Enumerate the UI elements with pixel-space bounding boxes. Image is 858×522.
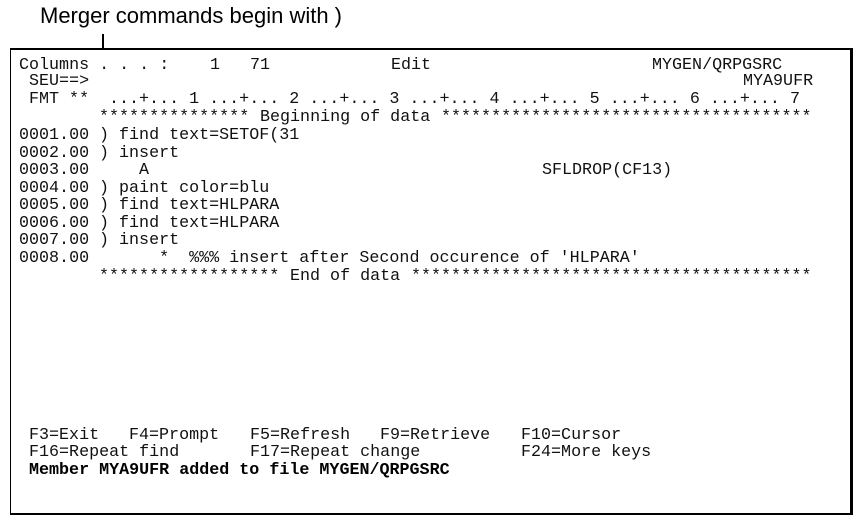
- status-message: Member MYA9UFR added to file MYGEN/QRPGS…: [29, 461, 450, 480]
- seu-command-input[interactable]: [99, 73, 659, 91]
- source-text[interactable]: * %%% insert after Second occurence of '…: [99, 249, 640, 268]
- columns-from: 1: [210, 56, 221, 75]
- sequence-number[interactable]: 0004.00: [19, 179, 90, 198]
- sequence-number[interactable]: 0007.00: [19, 231, 90, 250]
- f24-more-keys-key[interactable]: F24=More keys: [521, 443, 652, 462]
- end-marker-stars-right: ****************************************: [411, 267, 812, 286]
- library-file-name: MYGEN/QRPGSRC: [652, 56, 783, 75]
- sequence-number[interactable]: 0002.00: [19, 144, 90, 163]
- columns-to: 71: [250, 56, 271, 75]
- end-marker-stars-left: ******************: [99, 267, 280, 286]
- source-text[interactable]: ) insert: [99, 231, 180, 250]
- sequence-number[interactable]: 0005.00: [19, 196, 90, 215]
- sequence-number[interactable]: 0006.00: [19, 214, 90, 233]
- f10-cursor-key[interactable]: F10=Cursor: [521, 426, 622, 445]
- mode-indicator: Edit: [391, 56, 432, 75]
- source-keyword[interactable]: SFLDROP(CF13): [542, 161, 673, 180]
- sequence-number[interactable]: 0008.00: [19, 249, 90, 268]
- f17-repeat-change-key[interactable]: F17=Repeat change: [250, 443, 421, 462]
- end-of-data-marker: End of data: [290, 267, 401, 286]
- f4-prompt-key[interactable]: F4=Prompt: [129, 426, 220, 445]
- f5-refresh-key[interactable]: F5=Refresh: [250, 426, 351, 445]
- f16-repeat-find-key[interactable]: F16=Repeat find: [29, 443, 180, 462]
- f3-exit-key[interactable]: F3=Exit: [29, 426, 100, 445]
- sequence-number[interactable]: 0001.00: [19, 126, 90, 145]
- format-line-label: FMT **: [29, 90, 90, 109]
- seu-terminal-screen: Columns . . . : 1 71 Edit MYGEN/QRPGSRC …: [10, 48, 853, 515]
- seu-command-prompt: SEU==>: [29, 72, 90, 91]
- sequence-number[interactable]: 0003.00: [19, 161, 90, 180]
- begin-marker-stars-left: ***************: [99, 108, 250, 127]
- annotation-caption: Merger commands begin with ): [40, 3, 343, 28]
- f9-retrieve-key[interactable]: F9=Retrieve: [380, 426, 491, 445]
- source-text[interactable]: ) insert: [99, 144, 180, 163]
- source-text[interactable]: A: [99, 161, 150, 180]
- column-ruler: ...+... 1 ...+... 2 ...+... 3 ...+... 4 …: [109, 90, 800, 109]
- source-text[interactable]: ) find text=SETOF(31: [99, 126, 300, 145]
- source-text[interactable]: ) paint color=blu: [99, 179, 270, 198]
- source-text[interactable]: ) find text=HLPARA: [99, 196, 280, 215]
- begin-marker-stars-right: *************************************: [441, 108, 812, 127]
- columns-label: Columns . . . :: [19, 56, 170, 75]
- source-text[interactable]: ) find text=HLPARA: [99, 214, 280, 233]
- begin-of-data-marker: Beginning of data: [260, 108, 431, 127]
- member-name: MYA9UFR: [743, 72, 814, 91]
